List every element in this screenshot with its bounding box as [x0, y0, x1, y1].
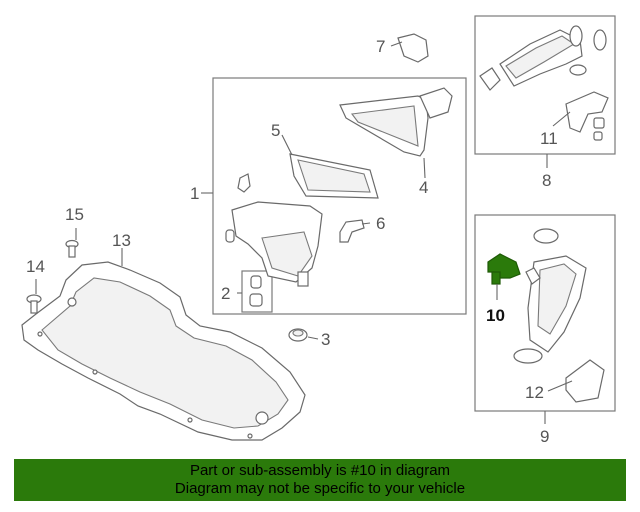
leader-lines	[35, 41, 573, 424]
callout-8: 8	[542, 171, 551, 190]
part-10-highlighted[interactable]	[487, 253, 521, 285]
callout-1: 1	[190, 184, 199, 203]
info-banner: Part or sub-assembly is #10 in diagram D…	[14, 459, 626, 501]
part-7-sensor	[397, 33, 429, 63]
banner-line-2: Diagram may not be specific to your vehi…	[174, 480, 466, 497]
callout-9: 9	[540, 427, 549, 446]
part-11-hose-elbow	[565, 91, 609, 141]
part-1-lower-housing	[225, 173, 323, 287]
part-8-intake-hose	[479, 25, 607, 91]
part-3-insulator	[288, 328, 308, 342]
part-14-screw	[26, 294, 42, 314]
part-15-clip	[65, 239, 79, 258]
callout-10[interactable]: 10	[486, 306, 505, 325]
part-13-splash-shield	[21, 261, 306, 441]
callout-14: 14	[26, 257, 45, 276]
callout-2: 2	[221, 284, 230, 303]
part-2-grommets	[249, 275, 263, 307]
callout-6: 6	[376, 214, 385, 233]
callout-3: 3	[321, 330, 330, 349]
callout-4: 4	[419, 178, 428, 197]
part-12-resonator	[565, 359, 605, 403]
callout-12: 12	[525, 383, 544, 402]
callout-11: 11	[540, 129, 558, 148]
part-5-filter-element	[289, 153, 379, 199]
part-9-intake-duct	[513, 228, 587, 364]
banner-line-1: Part or sub-assembly is #10 in diagram	[189, 462, 451, 479]
part-6-bracket	[339, 219, 365, 243]
callout-7: 7	[376, 37, 385, 56]
callout-5: 5	[271, 121, 280, 140]
part-4-upper-cover	[339, 87, 453, 157]
callout-13: 13	[112, 231, 131, 250]
callout-15: 15	[65, 205, 84, 224]
